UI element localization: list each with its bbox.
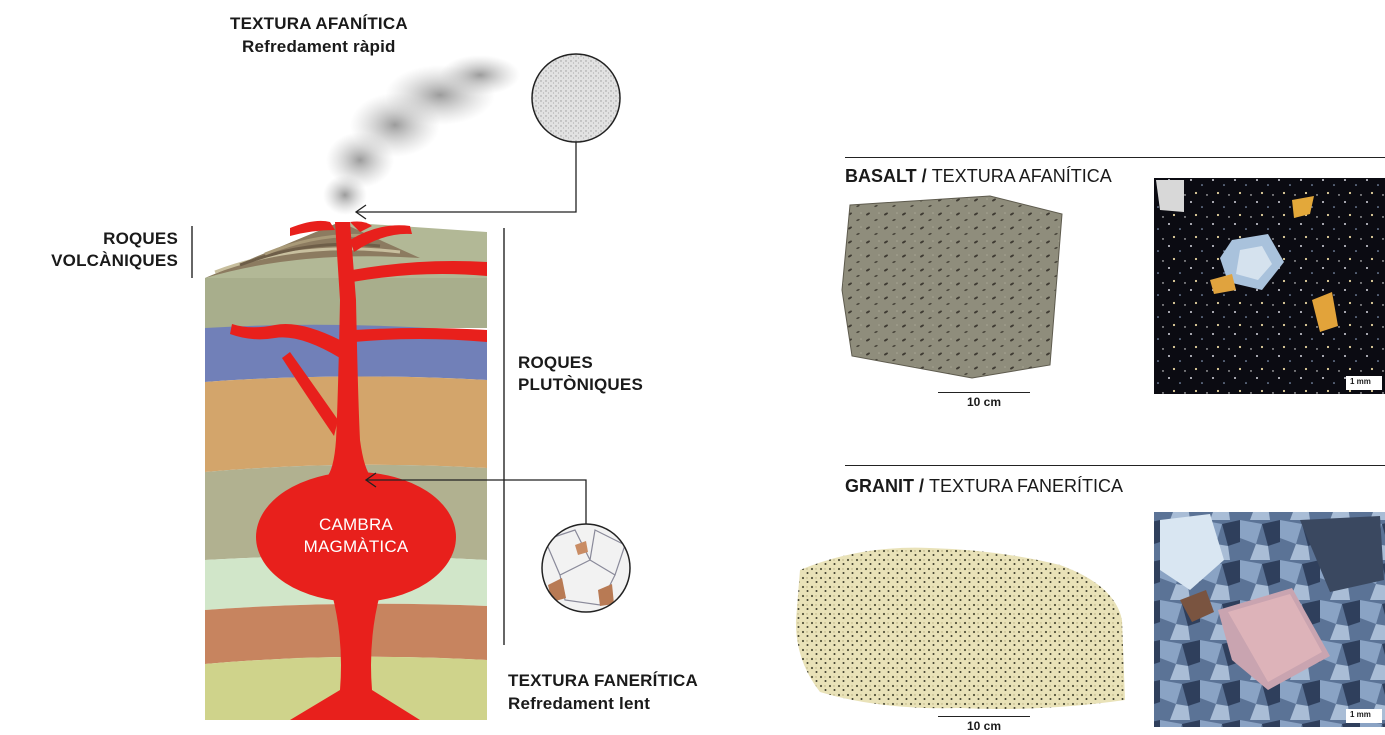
- granite-rock-name: GRANIT: [845, 476, 914, 496]
- basalt-separator: /: [917, 166, 932, 186]
- basalt-rule: [845, 157, 1385, 158]
- plutonic-rocks-line2: PLUTÒNIQUES: [518, 374, 643, 396]
- basalt-scale-bar: 10 cm: [938, 392, 1030, 409]
- magma-chamber-line2: MAGMÀTICA: [276, 536, 436, 558]
- granite-scale-label: 10 cm: [938, 719, 1030, 733]
- granite-sample: [796, 548, 1125, 709]
- magma-chamber-label: CAMBRA MAGMÀTICA: [276, 514, 436, 558]
- slow-cooling-label: Refredament lent: [508, 693, 650, 715]
- plutonic-rocks-label: ROQUES PLUTÒNIQUES: [518, 352, 643, 396]
- granite-micrograph: [1154, 512, 1385, 727]
- basalt-scale-label: 10 cm: [938, 395, 1030, 409]
- fast-cooling-label: Refredament ràpid: [242, 36, 396, 58]
- basalt-sample: [842, 196, 1062, 378]
- smoke-plume: [323, 55, 520, 215]
- basalt-texture-name: TEXTURA AFANÍTICA: [932, 166, 1112, 186]
- basalt-micrograph: [1154, 178, 1385, 394]
- granite-scale-bar: 10 cm: [938, 716, 1030, 733]
- basalt-rock-name: BASALT: [845, 166, 917, 186]
- basalt-heading: BASALT / TEXTURA AFANÍTICA: [845, 166, 1112, 187]
- granite-separator: /: [914, 476, 929, 496]
- basalt-micro-scale-label: 1 mm: [1350, 377, 1371, 386]
- aphanitic-texture-label: TEXTURA AFANÍTICA: [230, 13, 408, 35]
- phaneritic-zoom-circle: [540, 522, 632, 614]
- phaneritic-texture-label: TEXTURA FANERÍTICA: [508, 670, 698, 692]
- volcanic-rocks-line1: ROQUES: [20, 228, 178, 250]
- magma-chamber-line1: CAMBRA: [276, 514, 436, 536]
- granite-texture-name: TEXTURA FANERÍTICA: [929, 476, 1123, 496]
- aphanitic-zoom-circle: [532, 54, 620, 142]
- granite-micro-scale-label: 1 mm: [1350, 710, 1371, 719]
- volcanic-rocks-line2: VOLCÀNIQUES: [20, 250, 178, 272]
- volcanic-rocks-label: ROQUES VOLCÀNIQUES: [20, 228, 178, 272]
- granite-heading: GRANIT / TEXTURA FANERÍTICA: [845, 476, 1123, 497]
- plutonic-rocks-line1: ROQUES: [518, 352, 643, 374]
- granite-rule: [845, 465, 1385, 466]
